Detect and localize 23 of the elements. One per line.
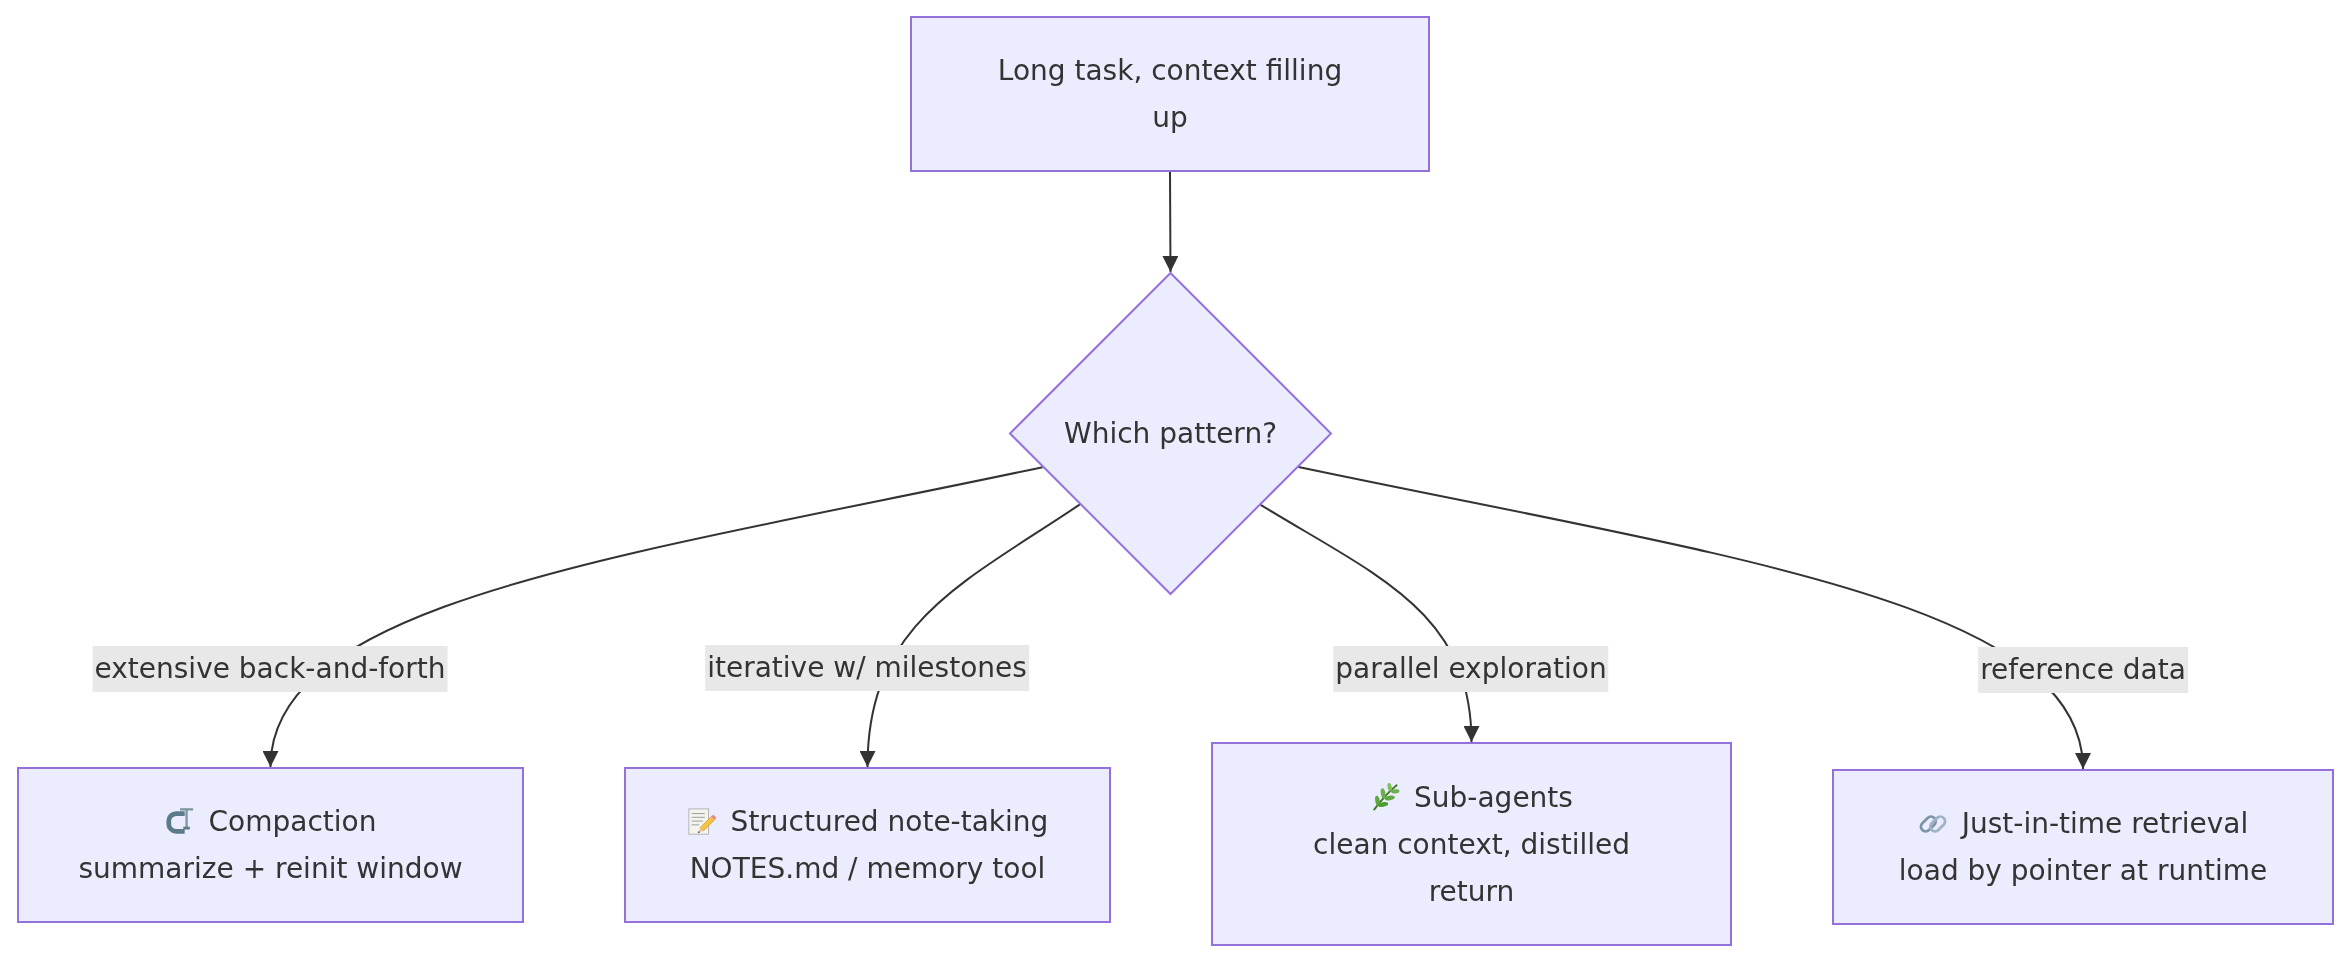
node-title: Compaction — [208, 804, 377, 840]
edge-label: reference data — [1978, 647, 2188, 693]
arrow — [1162, 171, 1179, 273]
process-box — [1832, 769, 2334, 925]
process-box — [17, 767, 524, 923]
arrow — [265, 466, 1044, 768]
edge-label: extensive back-and-forth — [92, 646, 448, 692]
process-box — [624, 767, 1111, 923]
decision-diamond — [1009, 272, 1332, 595]
node-text: NOTES.md / memory tool — [689, 851, 1046, 887]
edge-label: parallel exploration — [1333, 646, 1609, 692]
node-text: Long task, context filling up — [996, 53, 1344, 136]
arrow — [1297, 466, 2088, 770]
node-text: clean context, distilled return — [1312, 826, 1631, 910]
process-box — [1211, 742, 1732, 946]
node-text: Which pattern? — [1064, 416, 1277, 452]
node-text: load by pointer at runtime — [1898, 853, 2268, 889]
edge-label: iterative w/ milestones — [705, 645, 1029, 691]
process-box — [910, 16, 1430, 172]
node-title: Sub-agents — [1414, 779, 1573, 816]
node-title: Structured note-taking — [730, 804, 1049, 840]
node-text: summarize + reinit window — [78, 851, 463, 887]
node-title: Just-in-time retrieval — [1961, 806, 2249, 842]
